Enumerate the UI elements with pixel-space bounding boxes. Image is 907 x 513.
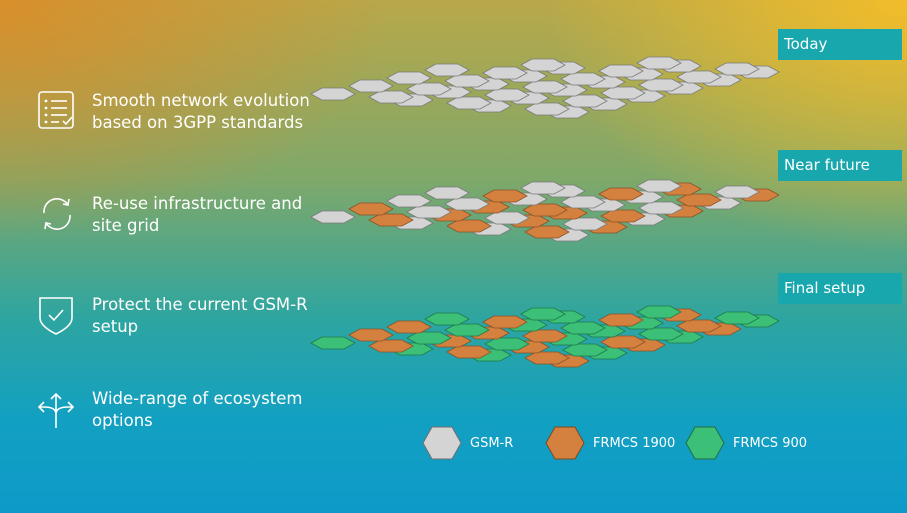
- grid-hexagon-cell: [482, 315, 528, 329]
- grid-hexagon-cell: [714, 62, 760, 76]
- refresh-cycle-icon: [43, 198, 71, 230]
- feature-item: Wide-range of ecosystem options: [36, 388, 322, 432]
- grid-hexagon-cell: [386, 71, 432, 85]
- stage-label-final-setup: Final setup: [778, 273, 902, 304]
- gsm-r-hexagon-icon: [422, 426, 462, 460]
- grid-hexagon-cell: [714, 185, 760, 199]
- grid-hexagon-cell: [348, 328, 394, 342]
- legend-item-frmcs-1900: FRMCS 1900: [545, 425, 675, 461]
- grid-hexagon-cell: [310, 210, 356, 224]
- stage-label-near-future: Near future: [778, 150, 902, 181]
- legend-item-frmcs-900: FRMCS 900: [685, 425, 807, 461]
- grid-hexagon-cell: [424, 186, 470, 200]
- grid-hexagon-cell: [598, 187, 644, 201]
- grid-hexagon-cell: [386, 194, 432, 208]
- grid-hexagon-cell: [348, 202, 394, 216]
- feature-text: Smooth network evolution based on 3GPP s…: [92, 91, 310, 132]
- branching-arrows-icon: [37, 392, 75, 428]
- legend-label: FRMCS 900: [733, 435, 808, 451]
- feature-item: Re-use infrastructure and site grid: [36, 193, 322, 237]
- grid-hexagon-cell: [598, 64, 644, 78]
- legend-label: FRMCS 1900: [593, 435, 676, 451]
- checklist-icon: [38, 91, 74, 129]
- grid-hexagon-cell: [424, 312, 470, 326]
- grid-hexagon-cell: [310, 336, 356, 350]
- grid-hexagon-cell: [636, 56, 682, 70]
- legend-item-gsm-r: GSM-R: [422, 425, 513, 461]
- feature-text: Protect the current GSM-R setup: [92, 295, 308, 336]
- legend-label: GSM-R: [470, 435, 514, 451]
- frmcs-900-hexagon-icon: [685, 426, 725, 460]
- grid-hexagon-cell: [424, 63, 470, 77]
- feature-text: Wide-range of ecosystem options: [92, 389, 303, 430]
- shield-check-icon: [39, 297, 73, 335]
- feature-item: Protect the current GSM-R setup: [36, 294, 322, 338]
- stage-label-today: Today: [778, 29, 902, 60]
- grid-hexagon-cell: [520, 181, 566, 195]
- grid-hexagon-cell: [386, 320, 432, 334]
- grid-hexagon-cell: [482, 189, 528, 203]
- grid-hexagon-cell: [636, 305, 682, 319]
- grid-hexagon-cell: [598, 313, 644, 327]
- grid-hexagon-cell: [714, 311, 760, 325]
- feature-text: Re-use infrastructure and site grid: [92, 194, 303, 235]
- grid-hexagon-cell: [636, 179, 682, 193]
- grid-hexagon-cell: [482, 66, 528, 80]
- frmcs-1900-hexagon-icon: [545, 426, 585, 460]
- feature-item: Smooth network evolution based on 3GPP s…: [36, 90, 322, 134]
- grid-hexagon-cell: [348, 79, 394, 93]
- grid-hexagon-cell: [520, 58, 566, 72]
- grid-hexagon-cell: [310, 87, 356, 101]
- grid-hexagon-cell: [520, 307, 566, 321]
